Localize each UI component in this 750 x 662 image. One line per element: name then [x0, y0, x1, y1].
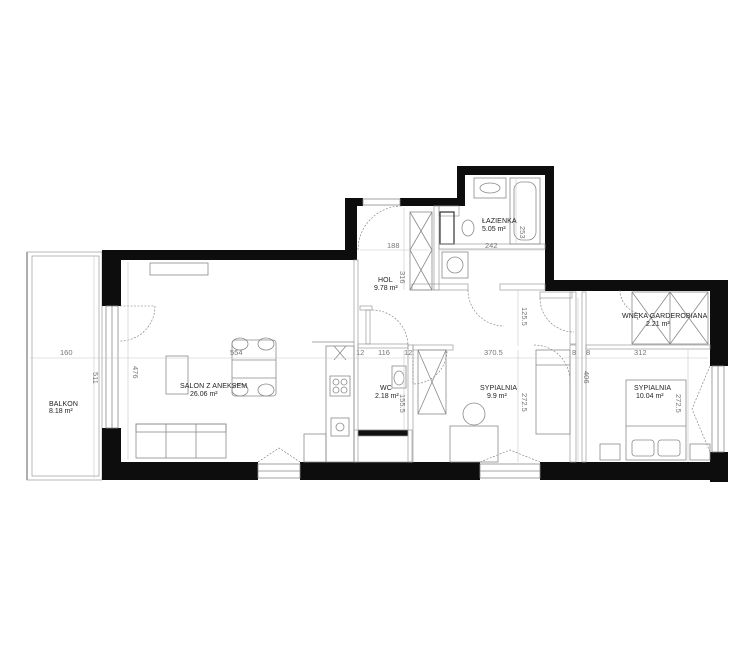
- dim-sypialnia1-width: 370.5: [484, 348, 503, 357]
- room-name-sypialnia1: SYPIALNIA: [480, 385, 517, 392]
- room-name-hol: HOL: [378, 277, 393, 284]
- dim-balkon-width: 160: [60, 348, 73, 357]
- room-area-sypialnia1: 9.9 m²: [487, 393, 508, 400]
- dim-hol-width: 188: [387, 241, 400, 250]
- interior-walls: [353, 205, 711, 463]
- balcony: [26, 251, 103, 481]
- room-name-salon: SALON Z ANEKSEM: [180, 383, 247, 390]
- room-name-lazienka: ŁAZIENKA: [482, 218, 517, 225]
- dim-hol-passage: 125.5: [520, 307, 529, 326]
- room-area-wc: 2.18 m²: [375, 393, 399, 400]
- dim-wall-small-2: 12: [404, 348, 412, 357]
- dim-lazienka-depth: 253: [518, 226, 527, 239]
- furniture: [135, 177, 711, 463]
- dim-sypialnia2-depth: 272.5: [674, 394, 683, 413]
- room-area-wneka: 2.21 m²: [646, 321, 670, 328]
- room-name-wneka: WNĘKA GARDEROBIANA: [622, 313, 708, 320]
- dim-salon-length: 554: [230, 348, 243, 357]
- room-area-salon: 26.06 m²: [190, 391, 218, 398]
- dim-lazienka-width: 242: [485, 241, 498, 250]
- dim-sypialnia2-width: 312: [634, 348, 647, 357]
- dim-wall-small-3: 8: [572, 348, 576, 357]
- exterior-walls: [102, 166, 728, 482]
- room-area-lazienka: 5.05 m²: [482, 226, 506, 233]
- room-name-balkon: BALKON: [49, 401, 78, 408]
- dim-sypialnia1-depth: 272.5: [520, 393, 529, 412]
- room-area-balkon: 8.18 m²: [49, 408, 73, 415]
- dim-hol-depth: 316: [398, 271, 407, 284]
- room-area-sypialnia2: 10.04 m²: [636, 393, 664, 400]
- dim-wall-small-4: 8: [586, 348, 590, 357]
- room-labels: BALKON 8.18 m² SALON Z ANEKSEM 26.06 m² …: [49, 218, 708, 415]
- dim-wc-width: 116: [378, 348, 390, 357]
- dim-balkon-length: 511: [91, 372, 100, 384]
- dim-wall-small-1: 12: [356, 348, 364, 357]
- dimension-labels: 160 511 476 554 188 316 242 253 125.5 12…: [60, 226, 683, 413]
- dim-corridor-depth: 406: [582, 371, 591, 384]
- dimension-lines: [30, 178, 708, 478]
- dim-salon-depth: 476: [131, 366, 140, 379]
- windows: [105, 198, 725, 479]
- room-name-sypialnia2: SYPIALNIA: [634, 385, 671, 392]
- room-name-wc: WC: [380, 385, 392, 392]
- room-area-hol: 9.78 m²: [374, 285, 398, 292]
- door-swings: [119, 205, 711, 463]
- dim-wc-depth: 155.5: [398, 394, 407, 413]
